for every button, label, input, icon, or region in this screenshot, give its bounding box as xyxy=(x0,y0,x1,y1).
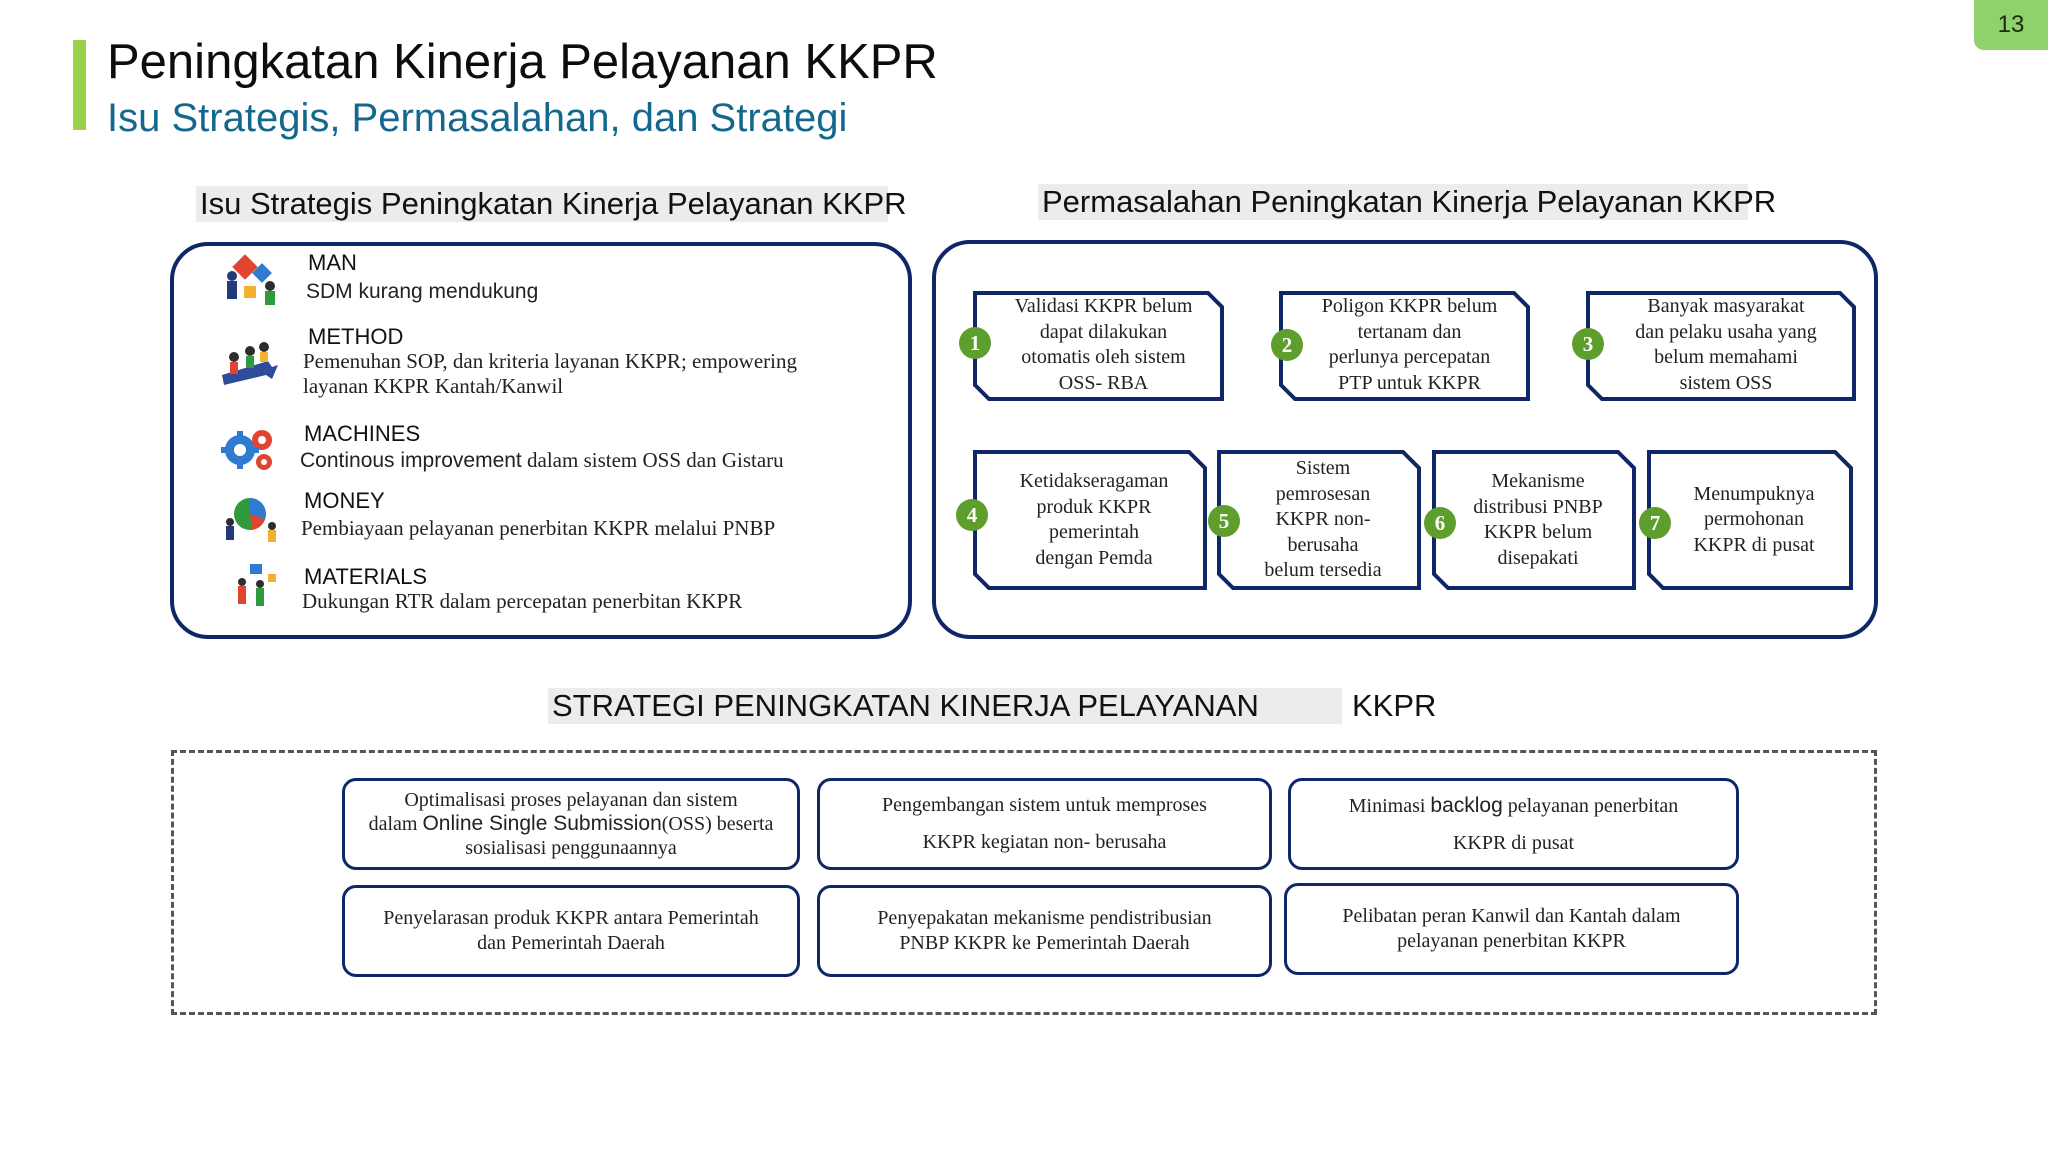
isu-item-money-head: MONEY xyxy=(304,488,385,513)
strategy-box-4: Penyelarasan produk KKPR antara Pemerint… xyxy=(342,885,800,977)
isu-item-machines-head: MACHINES xyxy=(304,421,421,446)
page-number: 13 xyxy=(1974,0,2048,50)
isu-item-materials-head: MATERIALS xyxy=(304,564,428,589)
problem-badge-4: 4 xyxy=(956,499,988,531)
page-title: Peningkatan Kinerja Pelayanan KKPR xyxy=(107,35,938,89)
continous-improvement-text: Continous improvement xyxy=(300,449,522,472)
team-puzzle-icon xyxy=(227,254,275,305)
problem-badge-5: 5 xyxy=(1208,505,1240,537)
problem-badge-3: 3 xyxy=(1572,328,1604,360)
page-subtitle: Isu Strategis, Permasalahan, dan Strateg… xyxy=(107,96,848,140)
strategi-heading-part2: KKPR xyxy=(1352,688,1437,723)
people-building-icon xyxy=(238,564,276,606)
isu-item-method-head: METHOD xyxy=(308,324,404,349)
strategi-dashed-frame xyxy=(171,750,1877,1015)
isu-item-method-text-1: Pemenuhan SOP, dan kriteria layanan KKPR… xyxy=(303,349,797,373)
gears-icon xyxy=(221,430,272,470)
pie-chart-icon xyxy=(226,498,276,542)
isu-item-man-head: MAN xyxy=(308,250,357,275)
team-arrow-icon xyxy=(222,342,278,385)
machines-text-rest: dalam sistem OSS dan Gistaru xyxy=(521,448,784,472)
isu-panel xyxy=(170,242,912,639)
isu-item-machines-text: Continous improvement dalam sistem OSS d… xyxy=(300,448,784,473)
problem-badge-6: 6 xyxy=(1424,507,1456,539)
problem-badge-1: 1 xyxy=(959,327,991,359)
title-accent-bar xyxy=(73,40,86,130)
permasalahan-heading: Permasalahan Peningkatan Kinerja Pelayan… xyxy=(1038,184,1776,220)
strategy-box-3: Minimasi backlog pelayanan penerbitan KK… xyxy=(1288,778,1739,870)
problem-badge-2: 2 xyxy=(1271,329,1303,361)
isu-item-money-text: Pembiayaan pelayanan penerbitan KKPR mel… xyxy=(301,516,776,540)
isu-item-materials-text: Dukungan RTR dalam percepatan penerbitan… xyxy=(302,589,743,613)
isu-heading: Isu Strategis Peningkatan Kinerja Pelaya… xyxy=(196,186,907,222)
strategy-box-1: Optimalisasi proses pelayanan dan sistem… xyxy=(342,778,800,870)
isu-item-method-text-2: layanan KKPR Kantah/Kanwil xyxy=(303,374,564,398)
strategi-heading-part1: STRATEGI PENINGKATAN KINERJA PELAYANAN xyxy=(548,688,1342,724)
problem-badge-7: 7 xyxy=(1639,507,1671,539)
isu-item-man-text: SDM kurang mendukung xyxy=(306,280,539,303)
